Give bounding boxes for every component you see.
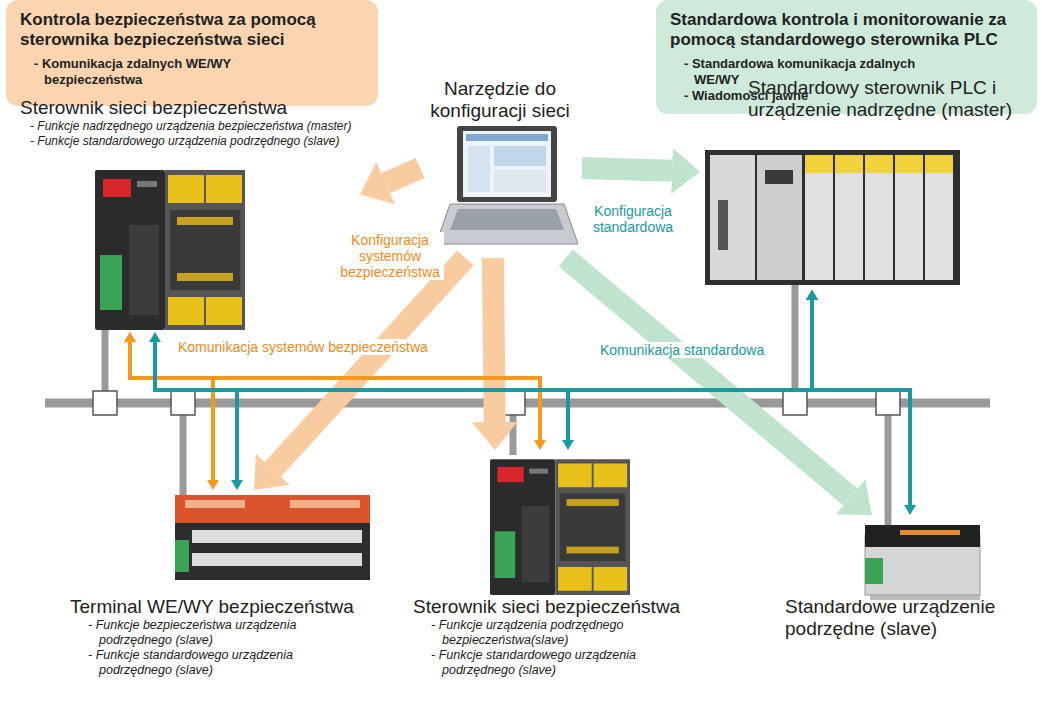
node-item: - Funkcje bezpieczeństwa urządzenia podr…	[88, 618, 299, 648]
standard-slave: Standardowe urządzenie podrzędne (slave)	[783, 515, 1037, 645]
laptop-keyboard	[450, 209, 564, 230]
module-label	[805, 155, 833, 173]
window-panel	[494, 146, 546, 166]
text-group: Standardowe urządzenie podrzędne (slave)	[785, 596, 1035, 640]
node-title: Terminal WE/WY bezpieczeństwa	[70, 596, 370, 618]
tap-connector	[783, 391, 807, 415]
terminal-row	[192, 530, 362, 543]
green-connector	[865, 558, 883, 584]
plc-rack: Standardowy sterownik PLC i urządzenie n…	[700, 75, 1035, 290]
io-module	[835, 155, 863, 280]
power-switch	[718, 200, 728, 250]
safety-controller: Sterownik sieci bezpieczeństwa- Funkcje …	[18, 95, 360, 332]
safety-controller-picture	[490, 459, 630, 595]
config-arrow	[386, 168, 420, 183]
node-title: Kontrola bezpieczeństwa za pomocą sterow…	[20, 10, 364, 51]
comm-line	[812, 300, 910, 505]
comm-line	[155, 300, 812, 390]
drop-line	[792, 285, 799, 403]
safety-controller: Sterownik sieci bezpieczeństwa- Funkcje …	[410, 450, 750, 682]
node-title: Narzędzie do konfiguracji sieci	[420, 78, 580, 122]
connector-group	[130, 168, 910, 505]
terminal-top	[175, 495, 370, 523]
node-item: - Funkcje standardowego urządzenia podrz…	[30, 134, 358, 149]
drop-line	[885, 403, 892, 525]
edge-label: Konfiguracja systemów bezpieczeństwa	[336, 232, 444, 280]
module-label	[835, 155, 863, 173]
node-item: - Funkcje standardowego urządzenia podrz…	[88, 648, 299, 678]
text-group: Sterownik sieci bezpieczeństwa- Funkcje …	[413, 596, 743, 678]
window-panel	[494, 170, 546, 192]
text-group: Terminal WE/WY bezpieczeństwa- Funkcje b…	[70, 596, 370, 678]
slave-terminal-strip	[865, 525, 980, 547]
green-connector	[175, 540, 189, 572]
safety-io-terminal: Terminal WE/WY bezpieczeństwa- Funkcje b…	[68, 490, 378, 682]
node-title: Sterownik sieci bezpieczeństwa	[20, 97, 358, 119]
info-panel: Kontrola bezpieczeństwa za pomocą sterow…	[6, 0, 378, 106]
config-arrow	[582, 168, 672, 171]
terminal-leds	[185, 500, 245, 508]
node-title: Standardowe urządzenie podrzędne (slave)	[785, 596, 1035, 640]
config-laptop: Narzędzie do konfiguracji sieci	[420, 78, 582, 258]
terminal-row	[192, 553, 362, 566]
safety-controller-picture	[95, 170, 245, 330]
module-label	[865, 155, 893, 173]
comm-line	[237, 300, 812, 480]
slave-leds	[900, 530, 960, 535]
node-item: - Funkcje urządzenia podrzędnego bezpiec…	[431, 618, 657, 648]
node-title: Standardowa kontrola i monitorowanie za …	[670, 10, 1023, 51]
laptop-screen	[463, 131, 551, 197]
window-bar	[466, 134, 548, 141]
module-label	[895, 155, 923, 173]
text-group: Sterownik sieci bezpieczeństwa- Funkcje …	[20, 97, 358, 149]
edge-label: Komunikacja standardowa	[598, 342, 766, 358]
io-module	[895, 155, 923, 280]
laptop-base	[436, 204, 578, 244]
node-item: - Funkcje standardowego urządzenia podrz…	[431, 648, 657, 678]
tap-connector	[171, 391, 195, 415]
cpu-display	[765, 170, 793, 184]
node-title: Sterownik sieci bezpieczeństwa	[413, 596, 743, 618]
tap-connector	[876, 391, 900, 415]
comm-line	[568, 300, 812, 440]
cpu-module	[757, 155, 802, 280]
text-group: Narzędzie do konfiguracji sieci	[420, 78, 580, 122]
io-module	[805, 155, 833, 280]
module-label	[925, 155, 953, 173]
io-module	[865, 155, 893, 280]
window-panel	[468, 146, 490, 192]
laptop-screen-frame	[457, 126, 557, 202]
node-item: - Komunikacja zdalnych WE/WY bezpieczeńs…	[20, 56, 294, 88]
terminal-leds	[290, 500, 360, 508]
power-module	[710, 155, 755, 280]
tap-connector	[93, 391, 117, 415]
config-arrow	[566, 258, 851, 497]
node-title: Standardowy sterownik PLC i urządzenie n…	[748, 77, 1033, 121]
text-group: Standardowy sterownik PLC i urządzenie n…	[748, 77, 1033, 121]
comm-line	[130, 342, 213, 480]
io-module	[925, 155, 953, 280]
drop-line	[180, 403, 187, 495]
edge-label: Konfiguracja standardowa	[582, 203, 684, 235]
config-arrow	[273, 258, 466, 469]
config-arrow	[493, 258, 495, 422]
plc-rack-body	[705, 150, 960, 285]
edge-label: Komunikacja systemów bezpieczeństwa	[176, 339, 430, 355]
node-item: - Funkcje nadrzędnego urządzenia bezpiec…	[30, 119, 358, 134]
